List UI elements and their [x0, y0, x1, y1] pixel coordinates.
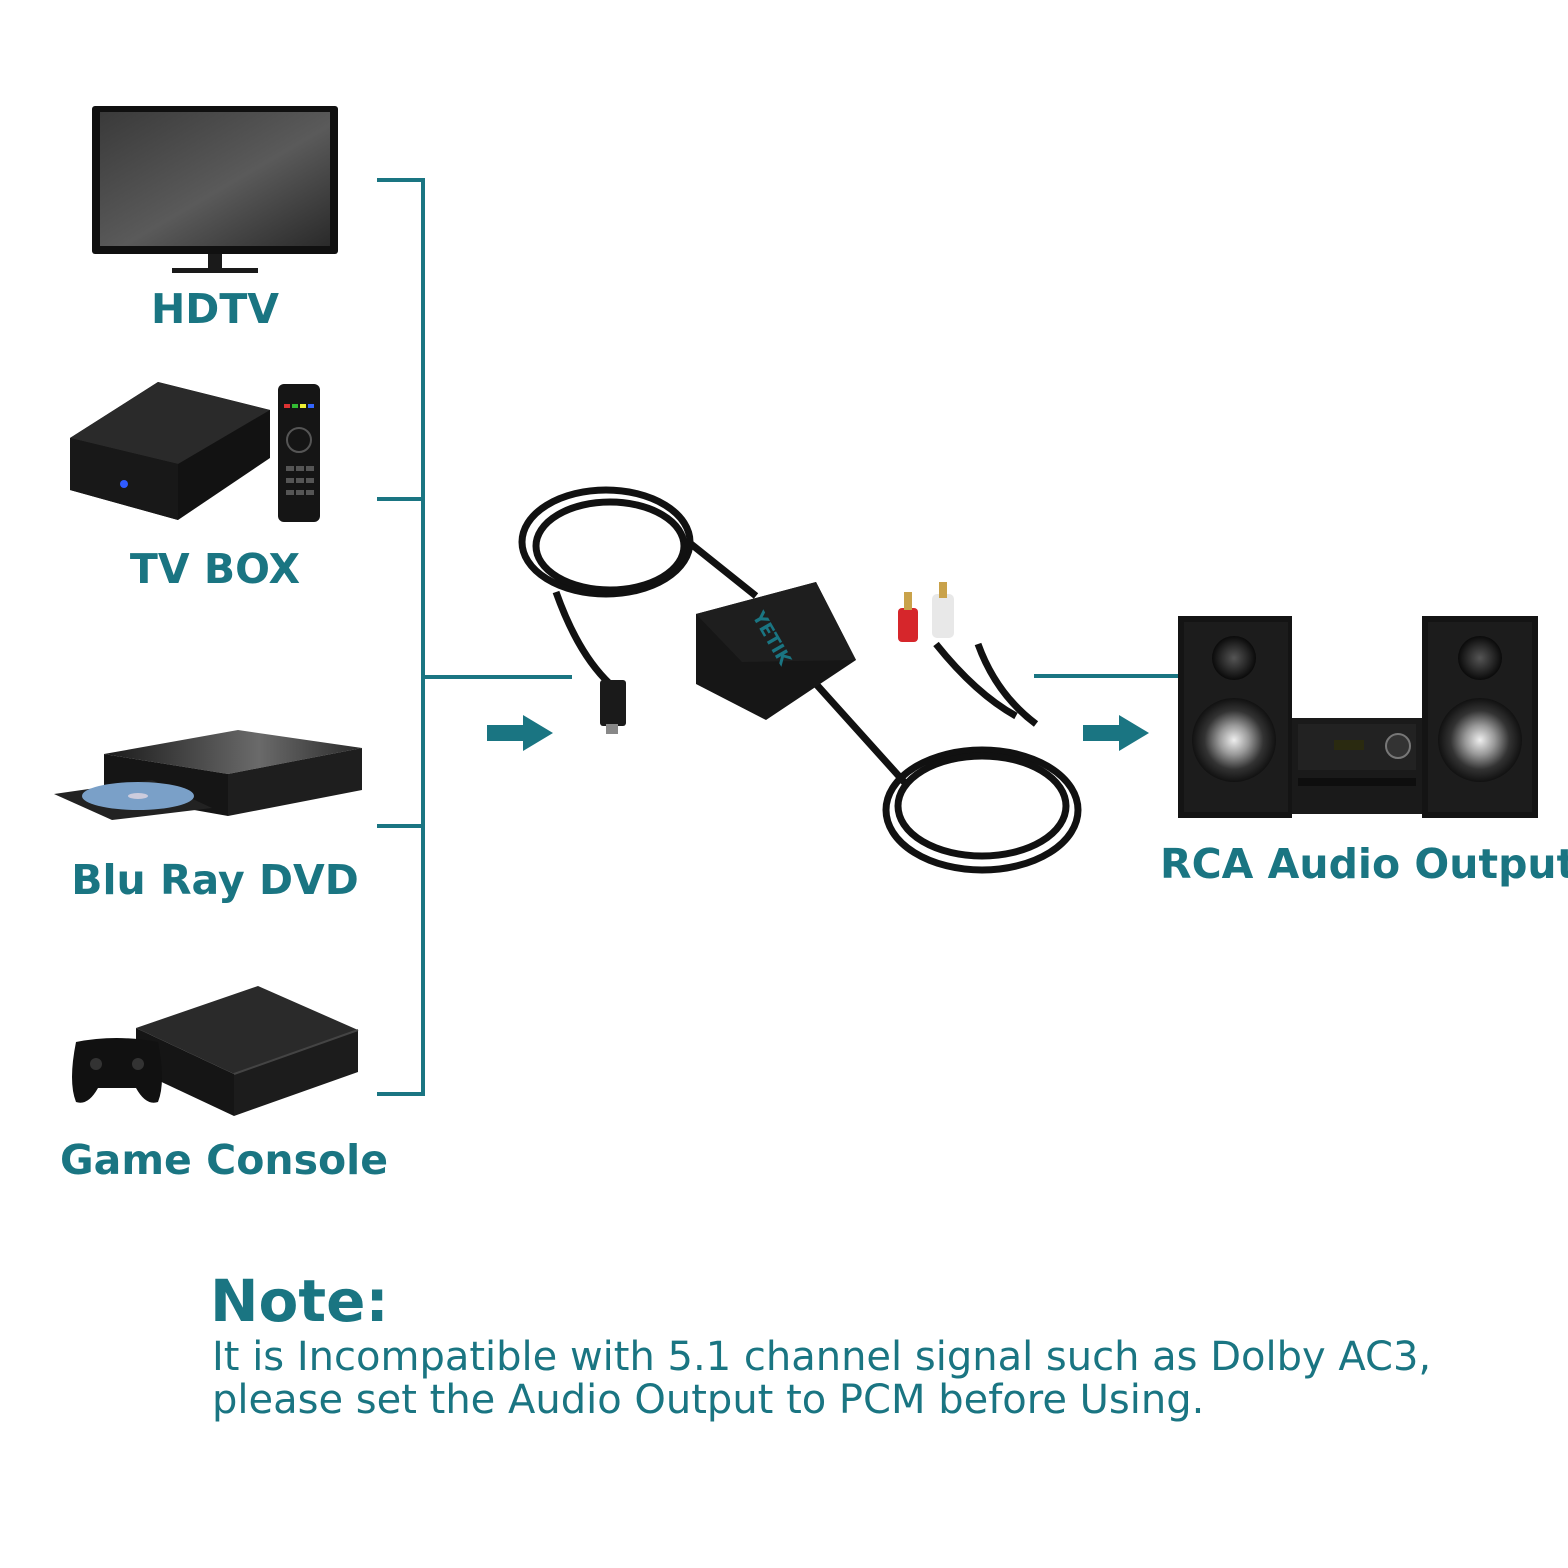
note-line-1: It is Incompatible with 5.1 channel sign…: [212, 1334, 1432, 1380]
game-console-label: Game Console: [60, 1136, 388, 1184]
note-title: Note:: [210, 1267, 389, 1335]
output-arrow-icon: [1083, 715, 1149, 751]
blu-ray-label: Blu Ray DVD: [71, 856, 359, 904]
adapter-device: YETIK: [516, 484, 1088, 876]
optical-to-rca-adapter-icon: YETIK: [518, 486, 1082, 874]
stereo-device: [1176, 614, 1540, 820]
blu-ray-player-icon: [54, 730, 362, 820]
input-arrow-icon: [487, 715, 553, 751]
tv-box-device: [66, 380, 326, 526]
game-console-device: [66, 984, 362, 1118]
blu-ray-device: [52, 728, 364, 822]
tv-box-label: TV BOX: [129, 545, 301, 593]
hdtv-label: HDTV: [150, 285, 280, 333]
note-line-2: please set the Audio Output to PCM befor…: [212, 1377, 1205, 1423]
stereo-system-icon: [1178, 616, 1538, 818]
hdtv-icon: [92, 106, 338, 273]
hdtv-device: [90, 104, 340, 276]
game-console-icon: [72, 986, 359, 1116]
rca-output-label: RCA Audio Output: [1160, 840, 1568, 888]
tv-box-icon: [70, 382, 320, 522]
note-text: It is Incompatible with 5.1 channel sign…: [212, 1336, 1512, 1422]
